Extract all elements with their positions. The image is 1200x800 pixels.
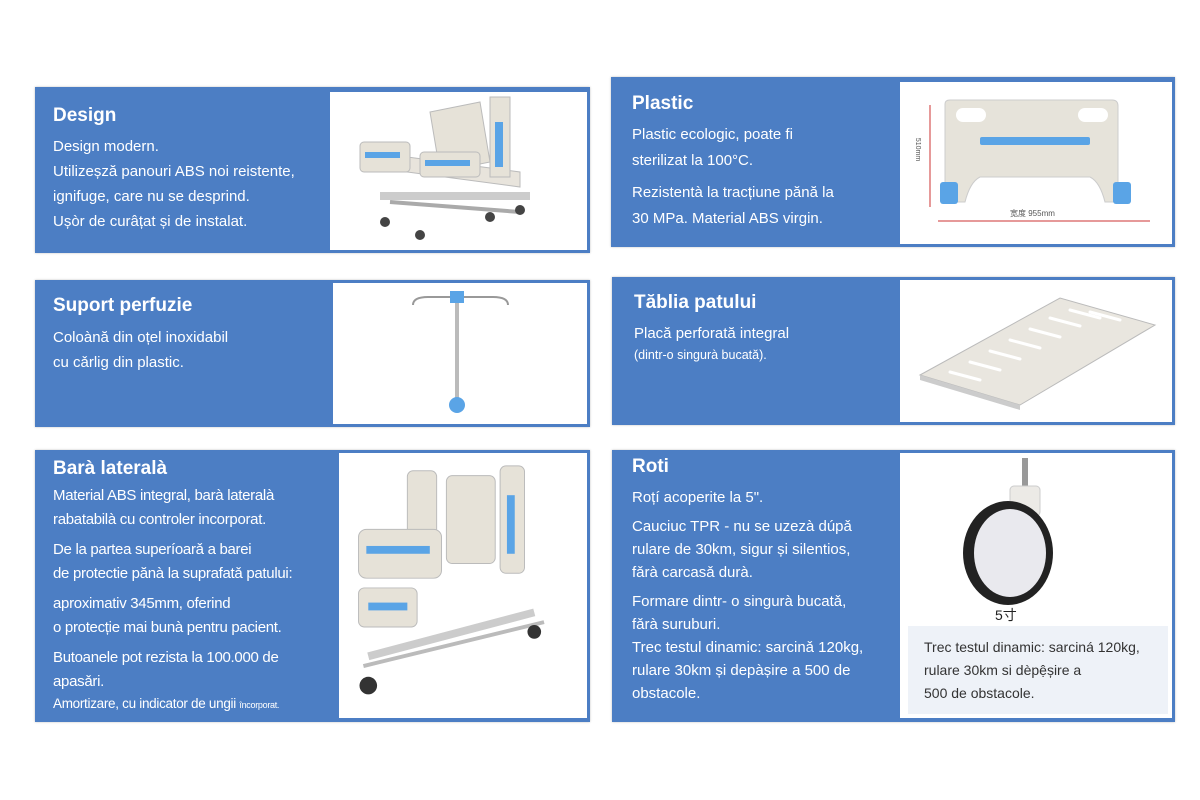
panel-title: Roti	[632, 456, 669, 477]
panel-title: Tăblia patului	[634, 292, 757, 313]
bed-board-panel: Tăblia patului Placă perforată integral …	[612, 277, 1175, 425]
text-line: Plastic ecologic, poate fi	[632, 126, 793, 143]
text-line-suffix: încorporat.	[239, 700, 280, 710]
text-line: sterilizat la 100°C.	[632, 152, 754, 169]
text-line: rulare 30km și depàșire a 500 de	[632, 662, 851, 679]
text-line: Amortizare, cu indicator de ungii	[53, 696, 236, 711]
panel-title: Plastic	[632, 93, 694, 114]
text-line: Material ABS integral, barà lateralà	[53, 487, 274, 504]
text-line: Utilizeșză panouri ABS noi reistente,	[53, 163, 295, 180]
panel-title: Design	[53, 105, 117, 126]
text-line: Design modern.	[53, 138, 159, 155]
text-line: Rezistentà la tracțiune pănă la	[632, 184, 834, 201]
text-line: 30 MPa. Material ABS virgin.	[632, 210, 823, 227]
text-line: fǎrà carcasǎ durà.	[632, 564, 753, 581]
text-line: Coloànă din oțel inoxidabil	[53, 329, 229, 346]
caption-line: Trec testul dinamic: sarciná 120kg,	[924, 639, 1140, 655]
text-line: Placă perforată integral	[634, 325, 790, 342]
text-line: De la partea superíoarǎ a barei	[53, 541, 252, 558]
caption-line: rulare 30km si dèpệșire a	[924, 662, 1082, 678]
perforated-board-image	[900, 280, 1172, 422]
text-line: cu cǎrlig din plastic.	[53, 354, 184, 371]
text-line: fǎrà suruburi.	[632, 616, 721, 633]
wheel-size-label: 5寸	[995, 607, 1017, 623]
iv-pole-panel: Suport perfuzie Coloànă din oțel inoxida…	[35, 280, 590, 427]
text-line: Trec testul dinamic: sarcinǎ 120kg,	[632, 639, 864, 656]
text-line: (dintr-o singurà bucată).	[634, 348, 767, 362]
iv-pole-image	[333, 283, 587, 424]
text-line: Formare dintr- o singurà bucatǎ,	[632, 593, 847, 610]
height-dimension: 510mm	[914, 137, 922, 162]
text-line: rabatabilà cu controler incorporat.	[53, 511, 266, 528]
text-line: Butoanele pot rezista la 100.000 de	[53, 649, 279, 666]
panel-title: Suport perfuzie	[53, 295, 193, 316]
text-line: Roțí acoperite la 5".	[632, 489, 764, 506]
text-line: o protecție mai bunà pentru pacient.	[53, 619, 282, 636]
caption-line: 500 de obstacole.	[924, 685, 1035, 701]
panel-title: Barà lateralà	[53, 458, 168, 479]
width-dimension: 宽度 955mm	[1010, 209, 1055, 218]
wheels-panel: Roti Roțí acoperite la 5". Cauciuc TPR -…	[612, 450, 1175, 722]
text-line: Ușòr de curâțat și de instalat.	[53, 213, 248, 230]
side-rail-panel: Barà lateralà Material ABS integral, bar…	[35, 450, 590, 722]
design-panel: Design Design modern. Utilizeșză panouri…	[35, 87, 590, 253]
text-line: rulare de 30km, sigur și silentios,	[632, 541, 851, 558]
text-line: apasǎri.	[53, 673, 104, 690]
dynamic-test-caption: Trec testul dinamic: sarciná 120kg, rula…	[908, 626, 1168, 714]
text-line: ignifuge, care nu se desprind.	[53, 188, 250, 205]
side-rail-bed-image	[339, 453, 587, 718]
hospital-bed-image	[330, 92, 587, 250]
text-line: de protectie pănà la suprafatǎ patului:	[53, 565, 293, 582]
text-line: Cauciuc TPR - nu se uzezà dúpǎ	[632, 518, 852, 535]
text-line: aproximativ 345mm, oferind	[53, 595, 231, 612]
headboard-image: 510mm 宽度 955mm	[900, 82, 1172, 244]
text-line: obstacole.	[632, 685, 701, 702]
plastic-panel: Plastic Plastic ecologic, poate fi steri…	[611, 77, 1175, 247]
caster-wheel-image: 5寸 Trec testul dinamic: sarciná 120kg, r…	[900, 453, 1172, 718]
